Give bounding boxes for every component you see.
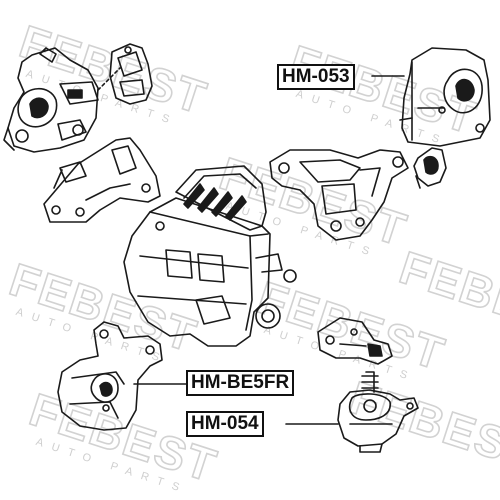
engine-block	[123, 165, 297, 347]
label-hm-054: HM-054	[186, 411, 264, 437]
bushing-small	[413, 147, 447, 189]
mount-hm-054	[337, 371, 419, 453]
bracket-small-right	[317, 317, 393, 365]
mount-assembly-top-left	[3, 47, 99, 153]
mount-hm-be5fr	[57, 321, 163, 431]
mount-hm-053	[399, 47, 491, 147]
label-hm-be5fr: HM-BE5FR	[186, 370, 295, 396]
bracket-small-top	[109, 43, 153, 105]
bracket-stiffener-left	[43, 137, 161, 223]
label-hm-053: HM-053	[277, 64, 355, 90]
bracket-center-right	[269, 149, 409, 241]
dashed-leader	[97, 67, 121, 91]
